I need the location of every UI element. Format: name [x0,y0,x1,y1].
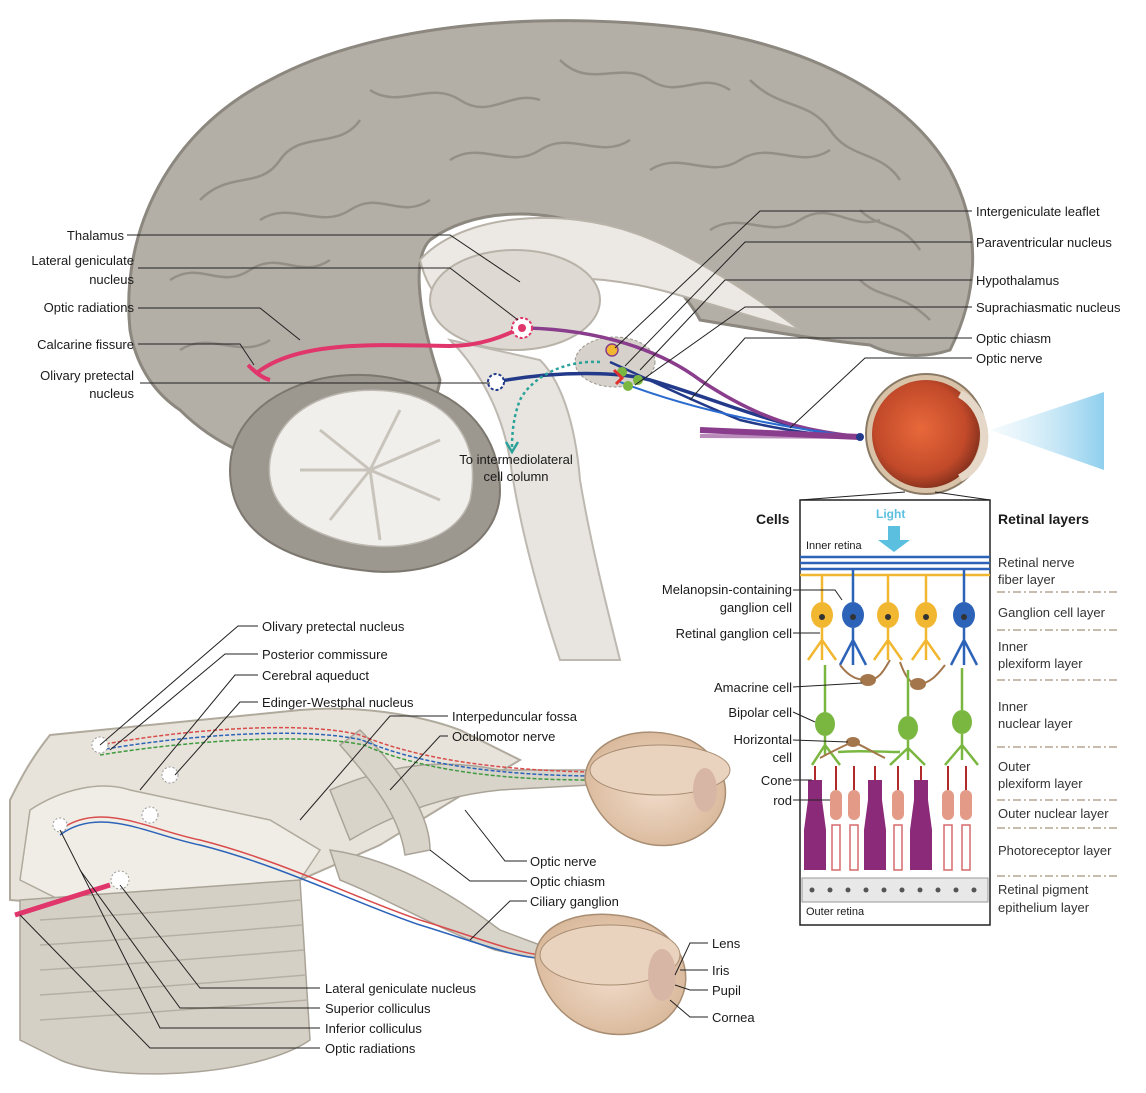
cell-rod: rod [773,793,792,808]
label-lateral-geniculate-1: Lateral geniculate [31,253,134,268]
label-cornea: Cornea [712,1010,755,1025]
label-ciliary-ganglion: Ciliary ganglion [530,894,619,909]
label-lateral-geniculate-2: nucleus [89,272,134,287]
layer-inner-plexiform-1: Inner [998,639,1028,655]
label-optic-radiations: Optic radiations [44,300,134,315]
label-olivary-pretectal-2: nucleus [89,386,134,401]
cell-melanopsin-1: Melanopsin-containing [662,582,792,597]
layer-outer-nuclear: Outer nuclear layer [998,806,1109,822]
eyeball-top [856,374,1104,494]
layer-inner-nuclear-2: nuclear layer [998,716,1072,732]
retina-cells-header: Cells [756,512,789,527]
layer-rpe-1: Retinal pigment [998,882,1088,898]
label-intermediolateral-1: To intermediolateral [446,452,586,467]
label-intergeniculate-leaflet: Intergeniculate leaflet [976,204,1100,219]
cell-retinal-ganglion: Retinal ganglion cell [676,626,792,641]
cell-horizontal-2: cell [772,750,792,765]
label-posterior-commissure: Posterior commissure [262,647,388,662]
retina-inner-label: Inner retina [806,539,862,554]
label-edinger-westphal: Edinger-Westphal nucleus [262,695,414,710]
layer-nerve-fiber-2: fiber layer [998,572,1055,588]
label-suprachiasmatic-nucleus: Suprachiasmatic nucleus [976,300,1121,315]
label-interpeduncular-fossa: Interpeduncular fossa [452,709,577,724]
label-superior-colliculus: Superior colliculus [325,1001,431,1016]
cell-bipolar: Bipolar cell [728,705,792,720]
layer-outer-plexiform-2: plexiform layer [998,776,1083,792]
label-thalamus: Thalamus [67,228,124,243]
eyeball-lower [535,914,686,1034]
label-olivary-pretectal-1: Olivary pretectal [40,368,134,383]
layer-outer-plexiform-1: Outer [998,759,1031,775]
label-inferior-colliculus: Inferior colliculus [325,1021,422,1036]
retina-light-label: Light [876,507,905,522]
cell-cone: Cone [761,773,792,788]
layer-photoreceptor: Photoreceptor layer [998,843,1111,859]
eyeball-upper [585,732,730,845]
label-olivary-pretectal-nucleus: Olivary pretectal nucleus [262,619,404,634]
label-oculomotor-nerve: Oculomotor nerve [452,729,555,744]
layer-ganglion: Ganglion cell layer [998,605,1105,621]
label-intermediolateral-2: cell column [446,469,586,484]
label-optic-radiations-bottom: Optic radiations [325,1041,415,1056]
label-cerebral-aqueduct: Cerebral aqueduct [262,668,369,683]
label-optic-nerve-bottom: Optic nerve [530,854,596,869]
layer-inner-nuclear-1: Inner [998,699,1028,715]
label-lens: Lens [712,936,740,951]
label-paraventricular-nucleus: Paraventricular nucleus [976,235,1112,250]
layer-inner-plexiform-2: plexiform layer [998,656,1083,672]
label-calcarine-fissure: Calcarine fissure [37,337,134,352]
cell-horizontal-1: Horizontal [733,732,792,747]
label-pupil: Pupil [712,983,741,998]
retina-layers-header: Retinal layers [998,512,1089,527]
cell-melanopsin-2: ganglion cell [720,600,792,615]
label-hypothalamus: Hypothalamus [976,273,1059,288]
label-optic-nerve-top: Optic nerve [976,351,1042,366]
layer-nerve-fiber-1: Retinal nerve [998,555,1075,571]
layer-rpe-2: epithelium layer [998,900,1089,916]
label-lateral-geniculate-nucleus-bottom: Lateral geniculate nucleus [325,981,476,996]
cell-amacrine: Amacrine cell [714,680,792,695]
label-iris: Iris [712,963,729,978]
label-optic-chiasm-bottom: Optic chiasm [530,874,605,889]
retina-outer-label: Outer retina [806,905,864,920]
label-optic-chiasm-top: Optic chiasm [976,331,1051,346]
